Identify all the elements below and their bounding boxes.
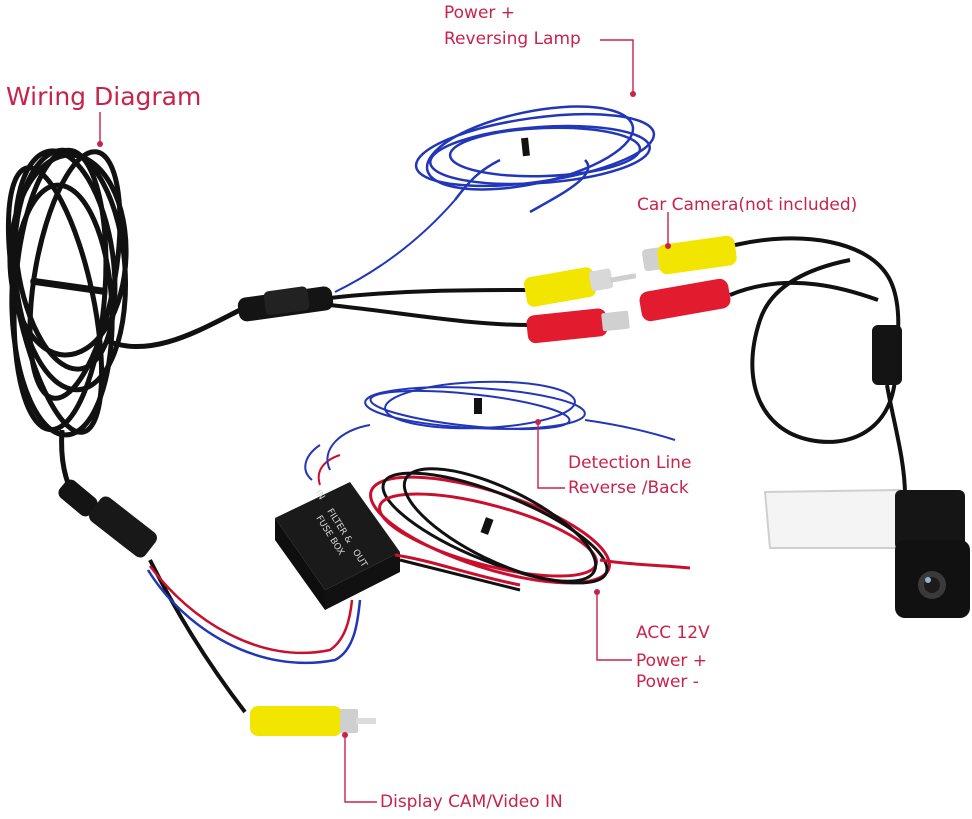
label-car-camera: Car Camera(not included): [637, 195, 858, 215]
label-power-plus: Power +: [444, 3, 516, 23]
upper-splitter: [237, 286, 334, 322]
label-acc-12v: ACC 12V: [636, 623, 710, 643]
blue-wire-coil-top: [414, 105, 656, 214]
label-detection-line: Detection Line: [568, 453, 692, 473]
dc-red-female-camera: [639, 278, 731, 322]
blue-wire-power: [334, 199, 456, 293]
camera-unit: [763, 488, 970, 618]
label-reversing-lamp: Reversing Lamp: [444, 29, 581, 49]
red-wire-to-box: [148, 565, 354, 655]
diagram-title: Wiring Diagram: [6, 82, 202, 111]
dc-red-male-middle: [526, 308, 630, 344]
label-reverse-back: Reverse /Back: [568, 478, 689, 498]
rca-yellow-display: [250, 706, 376, 736]
coiled-cable: [5, 147, 129, 438]
label-display-cam: Display CAM/Video IN: [380, 792, 563, 812]
label-acc-power-minus: Power -: [636, 672, 699, 692]
rca-yellow-female-camera: [642, 235, 737, 275]
callout-lines: [97, 39, 671, 803]
rca-yellow-male-middle: [524, 267, 637, 307]
camera-inline-connector: [872, 325, 902, 385]
main-cable-to-splitter: [103, 307, 242, 350]
red-black-power-wires: [369, 467, 691, 592]
box-label-in: IN: [313, 488, 326, 501]
callout-acc: [596, 592, 632, 661]
blue-wire-coil-detection: [326, 380, 676, 471]
lower-splitter: [58, 479, 157, 558]
label-acc-power-plus: Power +: [636, 651, 708, 671]
blue-wire-to-box: [146, 569, 362, 665]
callout-display: [344, 735, 377, 803]
cable-tie: [30, 277, 108, 295]
callout-detection: [537, 422, 565, 489]
callout-power: [600, 39, 634, 92]
filter-fuse-box: FILTER & FUSE BOX IN OUT: [275, 444, 400, 610]
